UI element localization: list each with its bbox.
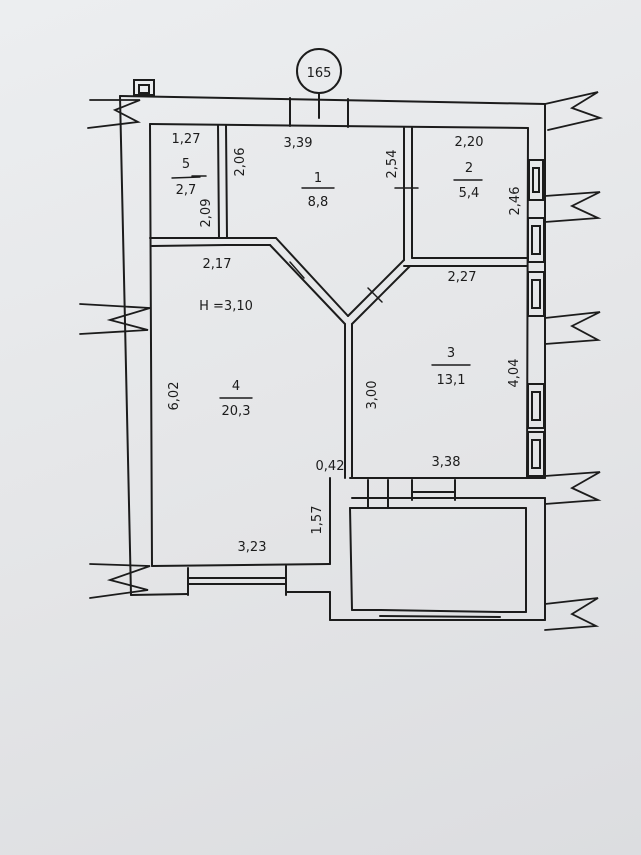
dim-1-27: 1,27	[172, 132, 201, 147]
dim-2-09: 2,09	[199, 199, 214, 228]
outer-walls	[119, 95, 546, 621]
dim-2-46: 2,46	[508, 187, 523, 216]
dim-3-39: 3,39	[284, 136, 313, 151]
dim-0-42: 0,42	[316, 459, 345, 474]
room-3-area: 13,1	[437, 373, 466, 388]
dim-6-02: 6,02	[167, 382, 182, 411]
dim-2-17: 2,17	[203, 257, 232, 272]
dim-2-20: 2,20	[455, 135, 484, 150]
vent-shaft	[133, 79, 155, 96]
axis-marker-label: 165	[307, 66, 332, 81]
dim-2-54: 2,54	[385, 150, 400, 179]
dim-2-06: 2,06	[233, 148, 248, 177]
balcony-door	[367, 479, 456, 509]
labels: 165 3,39 1,27 5 2,7 2,06 2,09 1 8,8 2,54…	[167, 66, 523, 555]
dim-2-27: 2,27	[448, 270, 477, 285]
fraction-bars	[171, 176, 483, 399]
ceiling-height: H =3,10	[199, 299, 253, 314]
room-1-number: 1	[314, 171, 322, 186]
room-2-area: 5,4	[459, 186, 480, 201]
room-3-number: 3	[447, 346, 455, 361]
room-4-area: 20,3	[222, 404, 251, 419]
break-lines	[79, 91, 604, 631]
dim-3-00: 3,00	[365, 381, 380, 410]
room-4-number: 4	[232, 379, 240, 394]
dim-1-57: 1,57	[310, 506, 325, 535]
dim-4-04: 4,04	[507, 359, 522, 388]
room-2-number: 2	[465, 161, 473, 176]
dim-3-38: 3,38	[432, 455, 461, 470]
loggia-window	[379, 609, 501, 621]
partitions	[149, 124, 529, 479]
room-5-area: 2,7	[176, 183, 197, 198]
dimension-ticks	[191, 175, 419, 303]
room-1-area: 8,8	[308, 195, 329, 210]
right-windows	[527, 159, 545, 477]
room-5-number: 5	[182, 157, 190, 172]
dim-3-23: 3,23	[238, 540, 267, 555]
bottom-window	[187, 565, 287, 596]
